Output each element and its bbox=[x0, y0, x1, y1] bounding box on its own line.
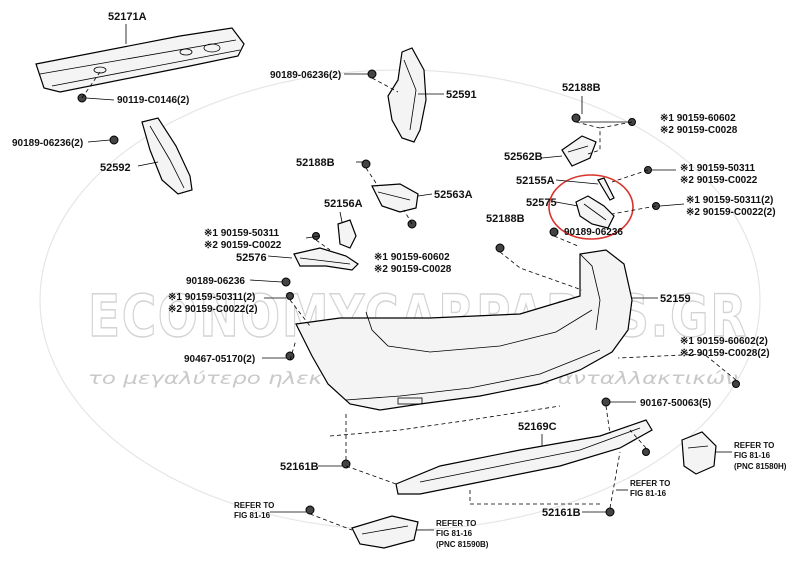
part-52169C-spoiler bbox=[395, 419, 653, 495]
part-labels: 52171A 90119-C0146(2) 90189-06236(2) 525… bbox=[12, 11, 776, 519]
label-52188B-top: 52188B bbox=[562, 82, 601, 94]
highlight-circle bbox=[548, 174, 634, 240]
label-c1: ※1 90159-50311(2) bbox=[686, 195, 773, 206]
ref-bl-line2: FIG 81-16 bbox=[234, 511, 271, 520]
part-52171A-reinforcement bbox=[35, 27, 245, 93]
label-e2: ※2 90159-C0028 bbox=[374, 264, 452, 275]
part-52576-bracket bbox=[293, 247, 359, 271]
label-e1: ※1 90159-60602 bbox=[374, 252, 450, 263]
label-52159: 52159 bbox=[660, 293, 691, 305]
assembly-lines bbox=[81, 71, 737, 531]
label-g1: ※1 90159-60602(2) bbox=[680, 336, 768, 347]
label-52155A: 52155A bbox=[516, 175, 555, 187]
part-52156A bbox=[337, 219, 357, 249]
label-52591: 52591 bbox=[446, 89, 477, 101]
ref-bot-line2: FIG 81-16 bbox=[436, 529, 473, 538]
ref-right-line2: FIG 81-16 bbox=[734, 451, 771, 460]
label-90167-50063: 90167-50063(5) bbox=[640, 398, 711, 409]
part-right-reflector bbox=[681, 431, 717, 475]
label-52188B-low: 52188B bbox=[486, 213, 525, 225]
label-b2: ※2 90159-C0022 bbox=[680, 175, 758, 186]
label-f2: ※2 90159-C0022(2) bbox=[168, 304, 258, 315]
part-52563A-retainer bbox=[371, 183, 419, 213]
part-52159-bumper-cover bbox=[295, 249, 633, 411]
ref-mid-line2: FIG 81-16 bbox=[630, 489, 667, 498]
label-d2: ※2 90159-C0022 bbox=[204, 240, 282, 251]
part-52562B-retainer bbox=[561, 135, 597, 167]
label-52575: 52575 bbox=[526, 197, 557, 209]
label-90119-C0146: 90119-C0146(2) bbox=[117, 95, 189, 106]
part-52575-bracket bbox=[548, 174, 634, 240]
label-d1: ※1 90159-50311 bbox=[204, 228, 280, 239]
label-90467-05170: 90467-05170(2) bbox=[184, 354, 255, 365]
label-90189-06236-mid: 90189-06236 bbox=[564, 227, 623, 238]
label-52171A: 52171A bbox=[108, 11, 147, 23]
label-90189-06236-top: 90189-06236(2) bbox=[270, 70, 341, 81]
label-b1: ※1 90159-50311 bbox=[680, 163, 756, 174]
part-52155A bbox=[597, 177, 615, 201]
label-52592: 52592 bbox=[100, 162, 131, 174]
ref-bot-line3: (PNC 81590B) bbox=[436, 540, 489, 549]
ref-right-line3: (PNC 81580H) bbox=[734, 462, 787, 471]
part-52591-bracket bbox=[387, 47, 427, 143]
leader-lines bbox=[85, 24, 685, 513]
label-52161B-left: 52161B bbox=[280, 461, 319, 473]
label-52562B: 52562B bbox=[504, 151, 543, 163]
label-90189-06236-low: 90189-06236 bbox=[186, 276, 245, 287]
label-52161B-right: 52161B bbox=[542, 507, 581, 519]
label-g2: ※2 90159-C0028(2) bbox=[680, 348, 770, 359]
label-f1: ※1 90159-50311(2) bbox=[168, 292, 255, 303]
label-90189-06236-left: 90189-06236(2) bbox=[12, 138, 83, 149]
label-a1: ※1 90159-60602 bbox=[660, 113, 736, 124]
part-bottom-reflector bbox=[351, 515, 419, 549]
part-52592-bracket bbox=[141, 117, 193, 195]
label-52188B-mid: 52188B bbox=[296, 157, 335, 169]
label-52576: 52576 bbox=[236, 252, 267, 264]
label-c2: ※2 90159-C0022(2) bbox=[686, 207, 776, 218]
label-52169C: 52169C bbox=[518, 421, 557, 433]
ref-bot-line1: REFER TO bbox=[436, 519, 476, 528]
refer-notes: REFER TO FIG 81-16 (PNC 81580H) REFER TO… bbox=[234, 441, 787, 549]
label-52156A: 52156A bbox=[324, 198, 363, 210]
ref-bl-line1: REFER TO bbox=[234, 501, 274, 510]
ref-mid-line1: REFER TO bbox=[630, 479, 670, 488]
label-a2: ※2 90159-C0028 bbox=[660, 125, 738, 136]
label-52563A: 52563A bbox=[434, 189, 473, 201]
ref-right-line1: REFER TO bbox=[734, 441, 774, 450]
